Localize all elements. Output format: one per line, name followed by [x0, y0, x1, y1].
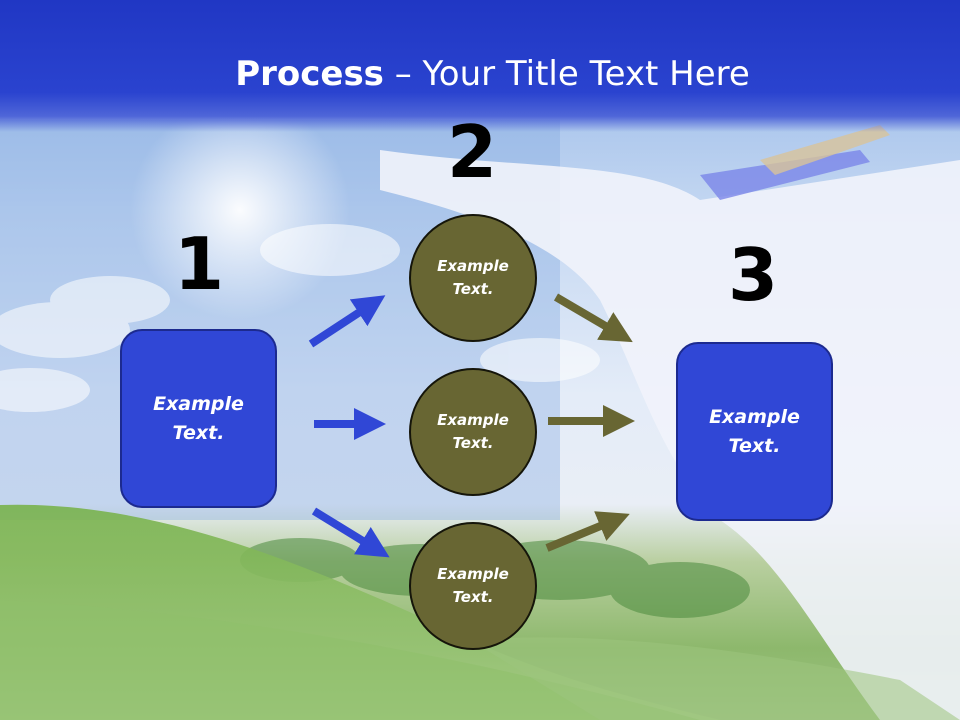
circle-top-line2: Text. [452, 280, 494, 298]
right-box-line2: Text. [728, 434, 781, 457]
slide-title: Process – Your Title Text Here [0, 52, 960, 96]
arrow-bottom-circle-to-right [545, 511, 630, 552]
title-bar [0, 0, 960, 132]
arrow-left-to-bottom-circle [311, 507, 390, 558]
circle-middle-line2: Text. [452, 434, 494, 452]
arrow-left-to-top-circle [308, 295, 386, 348]
left-box-line2: Text. [172, 421, 225, 444]
arrow-top-circle-to-right [553, 293, 633, 343]
step-number-2: 2 [446, 110, 498, 194]
right-box-line1: Example [709, 405, 800, 428]
circle-middle-line1: Example [437, 411, 509, 429]
step-number-1: 1 [173, 222, 225, 306]
title-rest: – Your Title Text Here [383, 54, 750, 94]
circle-bottom-line1: Example [437, 565, 509, 583]
circle-bottom-line2: Text. [452, 588, 494, 606]
title-bold: Process [235, 54, 384, 94]
step-number-3: 3 [727, 233, 779, 317]
left-box-line1: Example [153, 392, 244, 415]
circle-top-line1: Example [437, 257, 509, 275]
